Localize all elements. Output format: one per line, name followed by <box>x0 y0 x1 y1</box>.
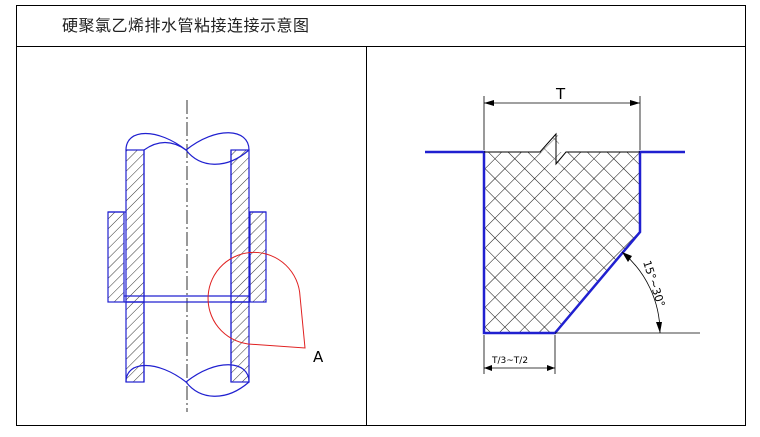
pipe-break-bottom <box>125 364 250 397</box>
table-grid <box>16 5 746 426</box>
socket-wall-right <box>249 211 267 303</box>
dimension-label-T: T <box>555 85 566 103</box>
notch-outline <box>484 132 640 166</box>
pipe-break-top <box>125 132 250 165</box>
pipe-joint-figure: A <box>107 100 324 412</box>
detail-callout-A <box>207 251 306 349</box>
socket-wall-left <box>107 211 125 303</box>
upper-pipe-wall-right <box>230 149 250 303</box>
groove-detail-figure: T 15°~30° T/3~T/2 <box>425 85 700 374</box>
upper-pipe-wall-left <box>125 149 145 303</box>
lower-pipe-wall-left <box>125 301 145 383</box>
angle-label: 15°~30° <box>640 259 667 309</box>
dimension-label-bottom: T/3~T/2 <box>491 356 528 366</box>
callout-label-A: A <box>313 348 324 366</box>
diagram-title: 硬聚氯乙烯排水管粘接连接示意图 <box>62 16 310 35</box>
